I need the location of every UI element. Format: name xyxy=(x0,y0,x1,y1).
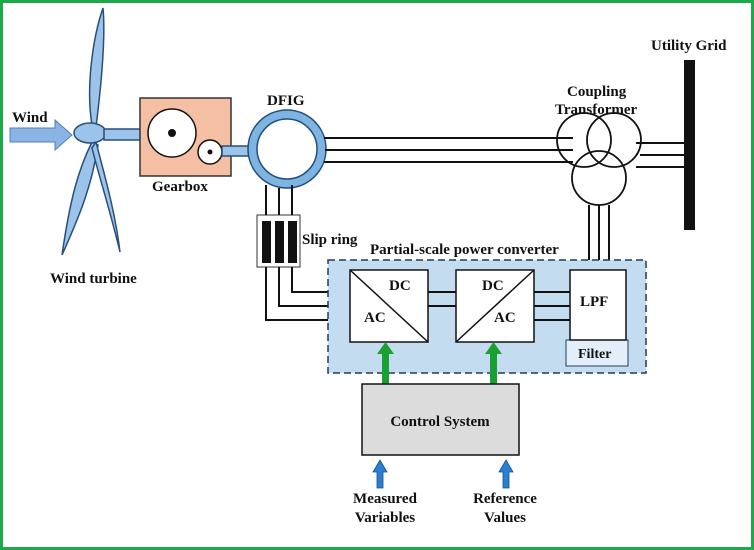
partial-converter-label: Partial-scale power converter xyxy=(370,242,559,258)
coupling-transformer-icon xyxy=(556,112,642,206)
measured-variables-label-line2: Variables xyxy=(355,510,415,526)
slip-ring-label: Slip ring xyxy=(302,232,358,248)
gearbox-label: Gearbox xyxy=(152,179,208,195)
wind-turbine-label: Wind turbine xyxy=(50,271,137,287)
filter-label: Filter xyxy=(578,347,611,362)
utility-grid-label: Utility Grid xyxy=(651,38,727,54)
wind-arrow-icon xyxy=(9,118,73,152)
filter-block xyxy=(565,269,629,367)
measured-variables-label-line1: Measured xyxy=(353,491,418,507)
converter1-top-label: DC xyxy=(389,278,411,294)
wind-label: Wind xyxy=(12,110,48,126)
dfig-generator-icon xyxy=(247,109,327,189)
converter2-top-label: DC xyxy=(482,278,504,294)
control-system-label: Control System xyxy=(390,414,490,430)
converter2-bottom-label: AC xyxy=(494,310,516,326)
gear-large-hub xyxy=(168,129,176,137)
coupling-transformer-label-line1: Coupling xyxy=(567,84,627,100)
converter1-bottom-label: AC xyxy=(364,310,386,326)
gear-small-hub xyxy=(207,149,213,155)
converter-filter-lines xyxy=(534,291,570,321)
transformer-filter-lines xyxy=(588,205,610,270)
control-signal-arrows xyxy=(377,342,502,384)
control-system-box xyxy=(361,383,520,456)
grid-side-converter xyxy=(455,269,535,343)
dfig-label: DFIG xyxy=(267,93,305,109)
lpf-label: LPF xyxy=(580,294,608,310)
reference-values-arrow-icon xyxy=(498,459,514,489)
measured-variables-arrow-icon xyxy=(372,459,388,489)
reference-values-label-line2: Values xyxy=(484,510,526,526)
coupling-transformer-label-line2: Transformer xyxy=(555,102,638,118)
reference-values-label-line1: Reference xyxy=(473,491,537,507)
rotor-side-converter xyxy=(349,269,429,343)
stator-lines xyxy=(324,137,686,168)
utility-grid-bus xyxy=(684,60,695,230)
slip-ring-icon xyxy=(256,214,301,268)
dc-link-lines xyxy=(428,291,456,307)
